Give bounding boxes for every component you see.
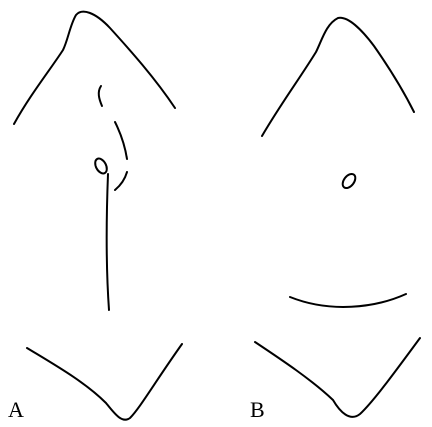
panel-a-vertical-incision (107, 174, 109, 310)
panel-b-transverse-incision (290, 294, 406, 307)
panel-a-incision-segment-middle (115, 122, 127, 159)
panel-a-incision-segment-lower (115, 172, 127, 190)
panel-b-lower-torso-outline (255, 338, 420, 417)
panel-a-upper-torso-outline (14, 12, 175, 124)
panel-a-lower-torso-outline (27, 344, 182, 420)
panel-b-label: B (250, 399, 265, 421)
panel-a-incision-segment-upper (99, 86, 102, 106)
panel-a-drawing (14, 12, 182, 420)
panel-b-umbilicus (340, 172, 358, 191)
panel-b-upper-torso-outline (262, 18, 414, 136)
panel-a-label: A (8, 399, 24, 421)
panel-a-umbilicus (93, 157, 109, 176)
panel-b-drawing (255, 18, 420, 417)
